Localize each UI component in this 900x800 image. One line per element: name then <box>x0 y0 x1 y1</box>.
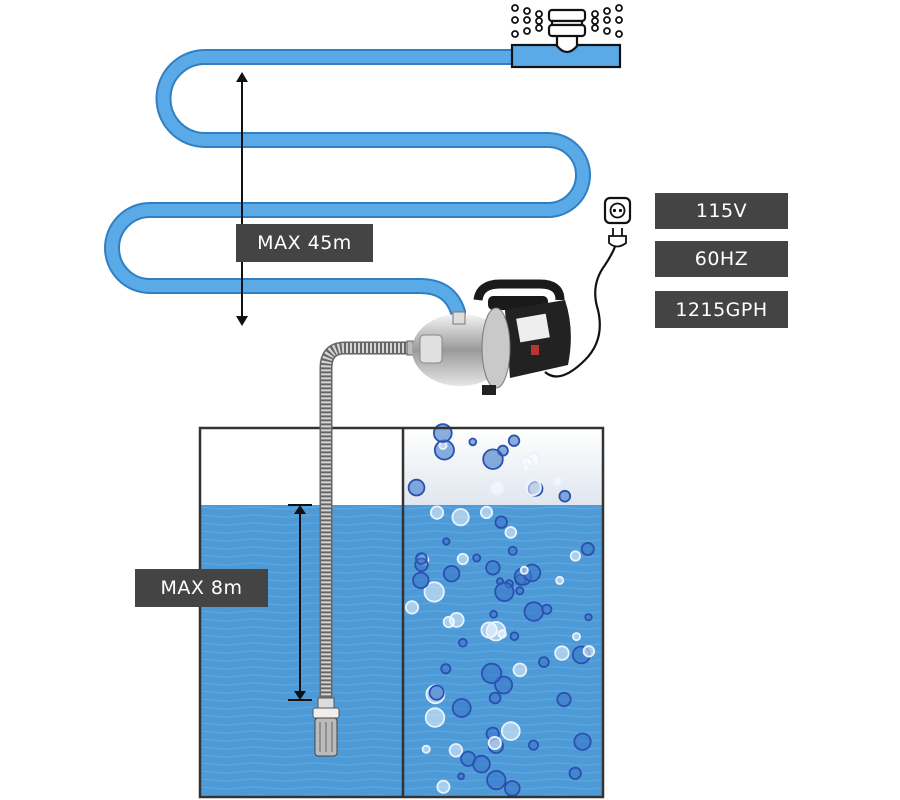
bubble <box>436 779 451 794</box>
water-tank <box>198 423 605 799</box>
bubble <box>515 586 525 596</box>
max-suction-label: MAX 8m <box>135 569 268 607</box>
frequency-spec: 60HZ <box>655 241 788 277</box>
bubble <box>415 552 428 565</box>
bubble <box>448 612 465 628</box>
bubble <box>412 571 430 590</box>
bubble <box>429 505 445 520</box>
bubble <box>523 601 545 622</box>
bubble <box>451 698 472 718</box>
power-socket-icon <box>603 196 632 225</box>
bubble <box>512 662 528 678</box>
bubble <box>494 581 515 602</box>
power-plug-icon <box>608 228 627 248</box>
water-pump <box>412 279 571 395</box>
voltage-spec: 115V <box>655 193 788 229</box>
bubble <box>485 560 501 576</box>
bubble <box>569 550 582 562</box>
bubble <box>442 565 461 583</box>
bubble <box>442 537 451 546</box>
bubble <box>568 766 582 780</box>
bubble <box>438 440 448 450</box>
bubble <box>404 600 420 615</box>
bubble <box>509 631 520 641</box>
bubble <box>572 632 582 642</box>
flow-rate-spec: 1215GPH <box>655 291 788 328</box>
bubble <box>573 732 592 751</box>
bubble <box>428 684 445 701</box>
bubble <box>541 603 553 615</box>
bubble <box>555 575 565 585</box>
bubble <box>407 478 426 497</box>
bubble <box>440 663 452 675</box>
bubble <box>554 645 570 661</box>
max-head-label: MAX 45m <box>236 224 373 262</box>
bubble <box>558 489 572 503</box>
bubble <box>486 769 507 791</box>
power-cable <box>544 239 619 378</box>
bubble <box>488 691 502 705</box>
bubble <box>507 434 521 447</box>
foot-valve-strainer <box>312 697 340 757</box>
suction-depth-arrow <box>288 504 312 701</box>
bubble <box>494 515 508 529</box>
bubble <box>524 478 542 497</box>
bubble <box>423 581 445 603</box>
bubble <box>556 691 572 708</box>
sprinkler-icon <box>510 4 623 69</box>
bubble <box>487 736 502 751</box>
bubble <box>489 609 499 619</box>
bubble <box>584 613 593 622</box>
discharge-hose <box>104 49 591 320</box>
bubble <box>503 780 521 797</box>
bubble <box>552 476 563 487</box>
bubble <box>489 481 505 496</box>
bubble <box>472 754 491 774</box>
bubble <box>582 645 596 658</box>
bubble <box>504 526 518 539</box>
bubble <box>448 743 464 758</box>
bubble <box>457 772 466 781</box>
bubble <box>456 552 469 566</box>
bubble <box>485 621 507 642</box>
bubble <box>468 437 478 447</box>
bubble <box>424 707 446 728</box>
bubble <box>421 744 431 754</box>
bubble <box>521 463 531 473</box>
bubble <box>507 545 518 556</box>
bubble <box>580 542 595 557</box>
head-height-arrow <box>236 72 248 326</box>
bubble <box>528 739 540 751</box>
bubble <box>479 505 494 520</box>
bubble <box>480 662 503 685</box>
bubble <box>472 553 482 563</box>
bubble <box>494 675 514 695</box>
bubble <box>457 637 468 648</box>
bubble <box>451 508 470 527</box>
bubble <box>519 565 529 575</box>
bubble <box>500 721 521 741</box>
bubble <box>538 656 550 668</box>
air-bubbles <box>404 423 596 797</box>
bubble <box>482 448 504 470</box>
